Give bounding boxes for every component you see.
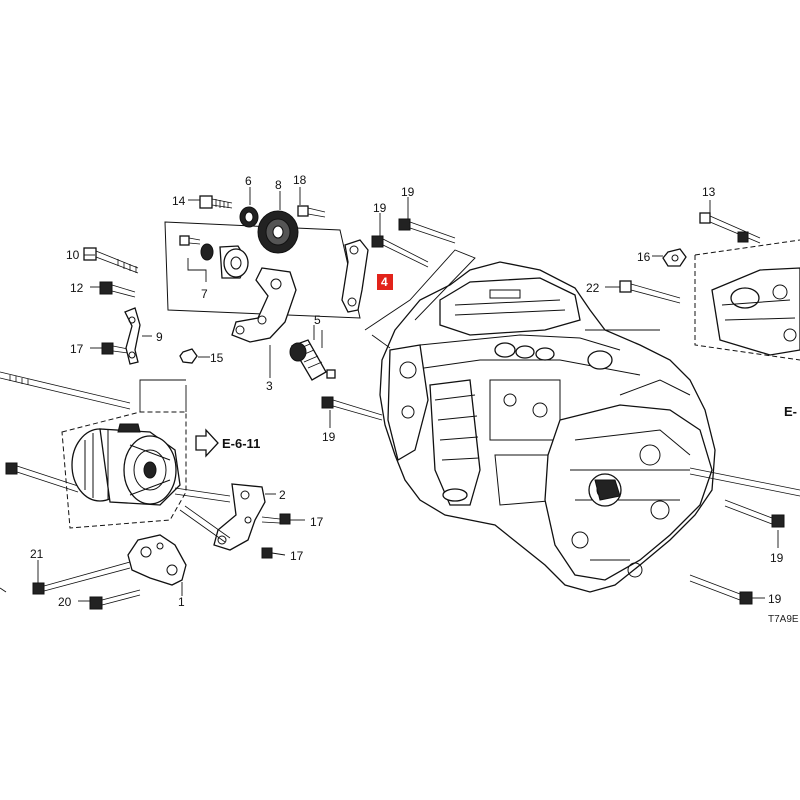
pulley-7 — [219, 245, 249, 279]
callout-6[interactable]: 6 — [245, 174, 252, 188]
highlight-box — [377, 274, 393, 290]
washer-7 — [200, 243, 214, 261]
callout-21[interactable]: 21 — [30, 547, 44, 561]
callout-22[interactable]: 22 — [586, 281, 600, 295]
bolt-19-bottom — [689, 574, 753, 605]
alternator — [71, 423, 181, 506]
bolt-20 — [89, 589, 141, 610]
bolt-damper — [326, 369, 336, 379]
callout-12[interactable]: 12 — [70, 281, 84, 295]
bolt-12 — [99, 281, 136, 298]
callout-10[interactable]: 10 — [66, 248, 80, 262]
leaders — [37, 187, 779, 602]
callout-4[interactable]: 4 — [381, 275, 388, 289]
tensioner-bracket-3 — [231, 267, 297, 343]
alternator-group — [61, 379, 187, 529]
cross-ref-e-right[interactable]: E- — [784, 404, 797, 419]
callout-19-right[interactable]: 19 — [770, 551, 784, 565]
callout-16[interactable]: 16 — [637, 250, 651, 264]
bracket-9 — [124, 307, 141, 365]
bolt-19-mid — [371, 235, 429, 268]
callouts: 6 8 18 14 19 19 10 12 17 9 7 5 3 4 15 2 … — [30, 173, 799, 625]
edge-mark — [0, 587, 7, 593]
bolt-10 — [83, 247, 139, 274]
bolt-long-right — [689, 467, 800, 497]
starter-motor — [711, 267, 800, 356]
callout-7[interactable]: 7 — [201, 287, 208, 301]
bracket-1 — [127, 534, 187, 586]
bolt-19-lower — [321, 396, 383, 421]
callout-19-lower[interactable]: 19 — [322, 430, 336, 444]
bolt-22 — [619, 280, 681, 304]
bolt-19-right — [724, 499, 785, 528]
cross-ref-arrow-e611: E-6-11 — [195, 428, 260, 458]
callout-13[interactable]: 13 — [702, 185, 716, 199]
callout-17-mid[interactable]: 17 — [310, 515, 324, 529]
engine-bracket-leaders — [364, 249, 660, 349]
callout-8[interactable]: 8 — [275, 178, 282, 192]
starter-group — [619, 212, 800, 361]
cross-ref-e611[interactable]: E-6-11 — [222, 436, 260, 451]
idler-pulley-group — [164, 195, 369, 381]
stud-alt — [174, 487, 231, 503]
bolt-14 — [199, 195, 233, 209]
callout-19-top[interactable]: 19 — [401, 185, 415, 199]
callout-19-mid[interactable]: 19 — [373, 201, 387, 215]
callout-1[interactable]: 1 — [178, 595, 185, 609]
pulley-8 — [257, 210, 299, 254]
bracket-2 — [213, 483, 266, 551]
callout-9[interactable]: 9 — [156, 330, 163, 344]
callout-3[interactable]: 3 — [266, 379, 273, 393]
bolt-17a — [101, 342, 129, 355]
bolt-18 — [297, 205, 326, 218]
callout-20[interactable]: 20 — [58, 595, 72, 609]
callout-17-low[interactable]: 17 — [290, 549, 304, 563]
callout-5[interactable]: 5 — [314, 313, 321, 327]
diagram-ref-code: T7A9E — [768, 614, 799, 625]
callout-19-bottom[interactable]: 19 — [768, 592, 782, 606]
nut-15 — [179, 348, 210, 364]
bolt-13 — [699, 212, 761, 244]
bolt-21 — [32, 561, 131, 595]
callout-4-highlight[interactable]: 4 — [377, 274, 393, 290]
damper-5 — [289, 339, 327, 381]
callout-15[interactable]: 15 — [210, 351, 224, 365]
bolt-17c — [261, 547, 273, 559]
nut-16 — [662, 248, 687, 267]
stud-alt-2 — [179, 505, 231, 543]
bolt-17b — [261, 513, 291, 525]
callout-17-left[interactable]: 17 — [70, 342, 84, 356]
callout-18[interactable]: 18 — [293, 173, 307, 187]
callout-14[interactable]: 14 — [172, 194, 186, 208]
tensioner-arm-4 — [341, 239, 369, 313]
engine-assembly — [379, 261, 716, 593]
callout-2[interactable]: 2 — [279, 488, 286, 502]
bolt-small — [179, 235, 190, 246]
washer-6 — [239, 206, 259, 228]
bolt-long-left — [0, 371, 131, 410]
bolt-lower-left — [5, 462, 79, 493]
bolt-19-top — [398, 218, 456, 244]
